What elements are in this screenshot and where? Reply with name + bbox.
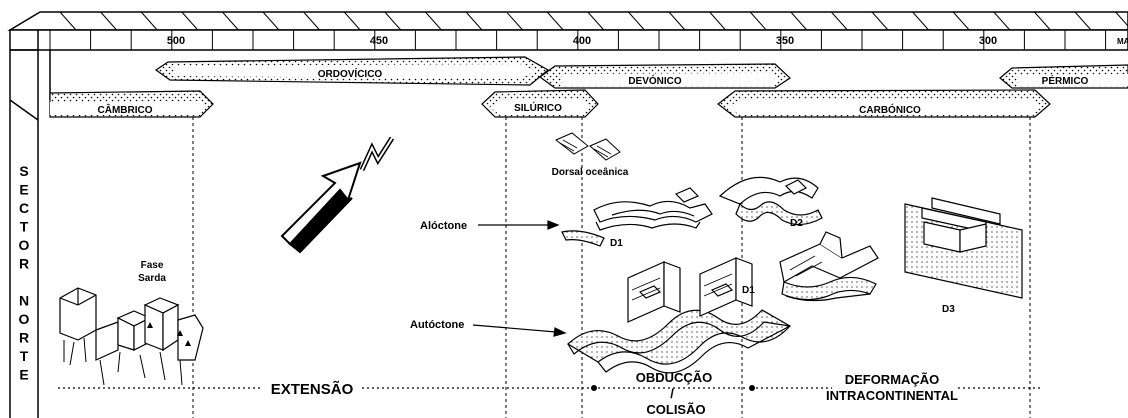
label-d1-lower: D1: [742, 285, 755, 296]
label-permico: PÉRMICO: [1042, 74, 1089, 87]
sector-letter: O: [19, 311, 30, 327]
label-cambrico: CÂMBRICO: [98, 103, 153, 116]
label-dorsal: Dorsal oceânica: [552, 167, 629, 178]
left-frame: [10, 50, 50, 418]
sector-letter: E: [19, 182, 28, 198]
phase-extensao: EXTENSÃO: [271, 380, 354, 398]
phase-slash: /: [670, 386, 674, 401]
sector-letter: N: [19, 293, 29, 309]
phase-dot-right: [749, 385, 755, 391]
period-bands: [50, 57, 1128, 117]
fase-sarda-block-diagram: [60, 288, 203, 385]
label-sarda: Sarda: [138, 273, 166, 284]
tick-300: 300: [979, 35, 997, 47]
label-devonico: DEVÓNICO: [628, 74, 682, 87]
tick-450: 450: [370, 35, 388, 47]
dorsal-oceanica-sketch: [556, 133, 620, 160]
tick-400: 400: [573, 35, 591, 47]
label-d3: D3: [942, 304, 955, 315]
aloctone-arrow: [478, 221, 558, 229]
shear-zone-sketch: [780, 232, 878, 301]
sector-letter: C: [19, 200, 29, 216]
phase-dot-left: [591, 385, 597, 391]
sector-letter: R: [19, 256, 29, 272]
sector-letter: E: [19, 367, 28, 383]
sector-letter: T: [20, 219, 29, 235]
phase-colisao: COLISÃO: [646, 402, 705, 417]
north-arrow-icon: [282, 138, 392, 252]
sector-letter: R: [19, 330, 29, 346]
d1-lower-folded-block: [568, 258, 790, 373]
unit-ma: MA: [1117, 37, 1128, 46]
label-d2: D2: [790, 218, 803, 229]
label-ordovicico: ORDOVÍCICO: [318, 67, 383, 80]
d2-sketch: [720, 177, 822, 224]
label-d1-upper: D1: [610, 238, 623, 249]
label-fase: Fase: [141, 260, 164, 271]
autoctone-arrow: [473, 325, 565, 336]
phase-intracontinental: INTRACONTINENTAL: [826, 388, 958, 403]
sector-letter: T: [20, 348, 29, 364]
phase-obduccao: OBDUCÇÃO: [636, 370, 713, 385]
sector-letter: S: [19, 163, 28, 179]
tick-500: 500: [167, 35, 185, 47]
d3-sketch: [905, 198, 1022, 298]
tick-350: 350: [776, 35, 794, 47]
d1-upper-sketch: [562, 188, 712, 246]
phase-deformacao: DEFORMAÇÃO: [845, 372, 940, 387]
sector-letter: O: [19, 237, 30, 253]
label-autoctone: Autóctone: [410, 319, 464, 331]
label-carbonico: CARBÓNICO: [859, 103, 921, 116]
label-aloctone: Alóctone: [420, 220, 467, 232]
label-silurico: SILÚRICO: [514, 101, 562, 114]
